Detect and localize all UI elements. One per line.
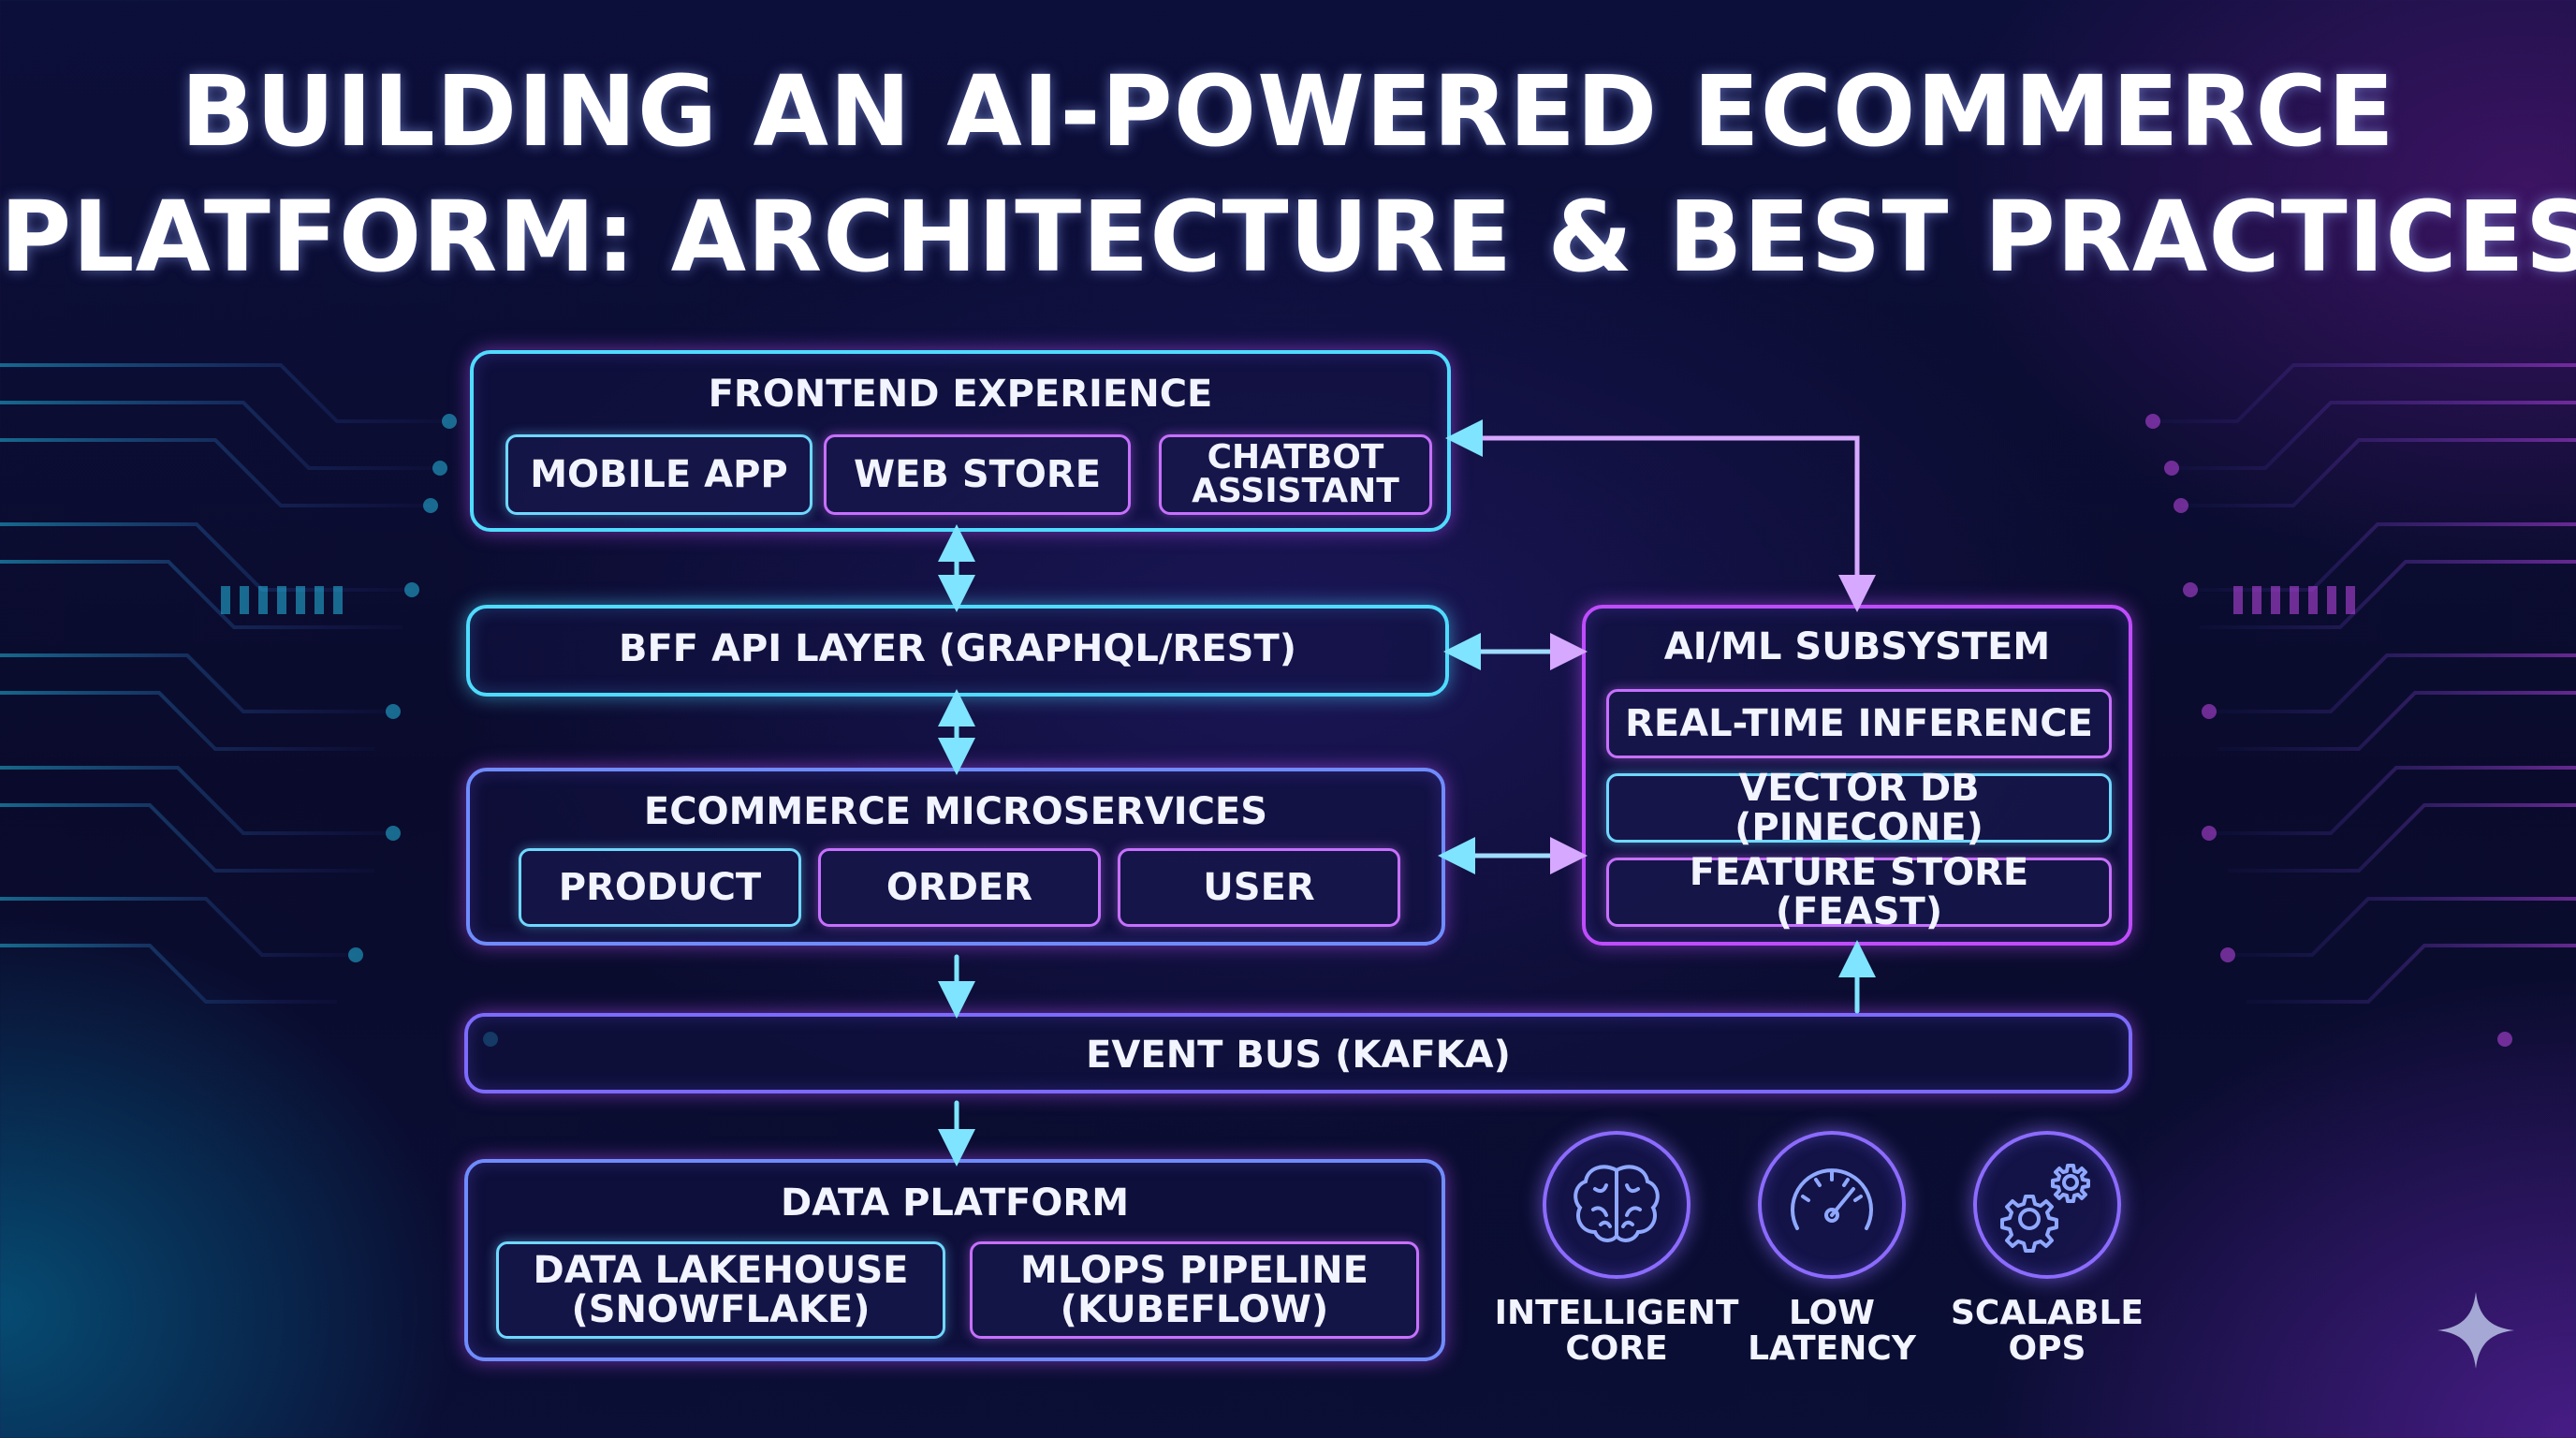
event-bus-box: EVENT BUS (KAFKA) xyxy=(464,1013,2132,1093)
ecommerce-microservices-box: ECOMMERCE MICROSERVICES PRODUCT ORDER US… xyxy=(466,768,1445,946)
bff-api-layer-title: BFF API LAYER (GRAPHQL/REST) xyxy=(618,627,1297,670)
frontend-experience-title: FRONTEND EXPERIENCE xyxy=(708,373,1213,416)
speedometer-icon xyxy=(1791,1168,1873,1230)
data-lakehouse-box: DATA LAKEHOUSE (SNOWFLAKE) xyxy=(496,1241,945,1339)
order-service-box: ORDER xyxy=(818,848,1101,927)
web-store-box: WEB STORE xyxy=(824,434,1131,515)
bff-api-layer-box: BFF API LAYER (GRAPHQL/REST) xyxy=(466,605,1449,697)
chatbot-assistant-box: CHATBOT ASSISTANT xyxy=(1159,434,1432,515)
data-platform-box: DATA PLATFORM DATA LAKEHOUSE (SNOWFLAKE)… xyxy=(464,1159,1445,1361)
vector-db-box: VECTOR DB (PINECONE) xyxy=(1606,769,2112,847)
mlops-pipeline-box: MLOPS PIPELINE (KUBEFLOW) xyxy=(970,1241,1419,1339)
title-line-1: BUILDING AN AI-POWERED ECOMMERCE xyxy=(181,54,2395,169)
data-platform-title: DATA PLATFORM xyxy=(781,1181,1129,1225)
frontend-experience-box: FRONTEND EXPERIENCE MOBILE APP WEB STORE… xyxy=(470,350,1451,532)
low-latency-label: LOW LATENCY xyxy=(1748,1294,1916,1368)
title-line-2: PLATFORM: ARCHITECTURE & BEST PRACTICES xyxy=(0,180,2576,294)
event-bus-title: EVENT BUS (KAFKA) xyxy=(1086,1034,1511,1077)
feature-store-box: FEATURE STORE (FEAST) xyxy=(1606,853,2112,932)
low-latency-badge xyxy=(1758,1131,1906,1279)
gears-icon xyxy=(2000,1164,2090,1253)
scalable-ops-badge xyxy=(1973,1131,2121,1279)
sparkle-icon xyxy=(2437,1292,2514,1369)
ecommerce-microservices-title: ECOMMERCE MICROSERVICES xyxy=(643,790,1268,833)
intelligent-core-label: INTELLIGENT CORE xyxy=(1494,1294,1739,1368)
ai-ml-subsystem-box: AI/ML SUBSYSTEM REAL-TIME INFERENCE VECT… xyxy=(1582,605,2132,946)
product-service-box: PRODUCT xyxy=(519,848,801,927)
scalable-ops-label: SCALABLE OPS xyxy=(1951,1294,2144,1368)
user-service-box: USER xyxy=(1118,848,1400,927)
mobile-app-box: MOBILE APP xyxy=(505,434,812,515)
intelligent-core-badge xyxy=(1543,1131,1690,1279)
ai-ml-subsystem-title: AI/ML SUBSYSTEM xyxy=(1663,625,2051,668)
real-time-inference-box: REAL-TIME INFERENCE xyxy=(1606,689,2112,758)
brain-icon xyxy=(1573,1165,1660,1242)
